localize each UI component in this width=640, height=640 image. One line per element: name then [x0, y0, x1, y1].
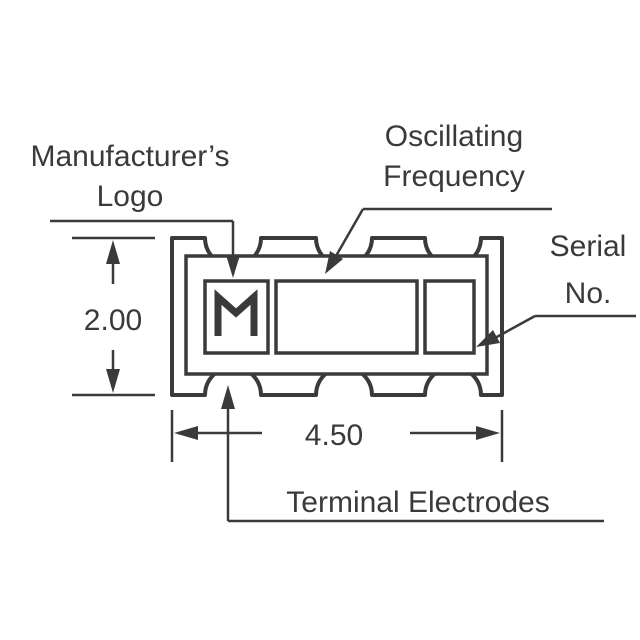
component-body [170, 236, 504, 397]
frequency-box [274, 279, 419, 355]
height-dimension: 2.00 [72, 236, 155, 397]
m-logo-icon [214, 289, 258, 336]
serial-box [423, 279, 476, 355]
manufacturer-logo-arrow [226, 255, 240, 278]
height-value: 2.00 [84, 304, 142, 337]
serial-arrow [476, 330, 500, 347]
width-arrow-left [174, 426, 198, 440]
width-arrow-right [476, 426, 500, 440]
serial-number-callout: Serial No. [476, 230, 636, 347]
manufacturer-logo-label-line2: Logo [97, 180, 164, 213]
terminal-electrodes-callout: Terminal Electrodes [221, 385, 604, 523]
oscillating-arrow [325, 251, 343, 274]
oscillating-label-line1: Oscillating [385, 120, 523, 153]
width-value: 4.50 [305, 419, 363, 452]
serial-leader-diagonal [494, 314, 536, 340]
oscillating-frequency-callout: Oscillating Frequency [325, 120, 552, 274]
serial-label-line2: No. [565, 277, 612, 310]
manufacturer-logo-callout: Manufacturer’s Logo [31, 140, 240, 278]
terminal-arrow [221, 385, 235, 409]
height-arrow-down [106, 369, 120, 393]
oscillating-label-line2: Frequency [383, 160, 525, 193]
height-arrow-up [106, 240, 120, 264]
terminal-electrodes-label: Terminal Electrodes [286, 486, 549, 519]
oscillating-leader-diagonal [334, 208, 365, 257]
width-dimension: 4.50 [170, 410, 504, 462]
manufacturer-logo-label-line1: Manufacturer’s [31, 140, 230, 173]
serial-label-line1: Serial [550, 230, 627, 263]
